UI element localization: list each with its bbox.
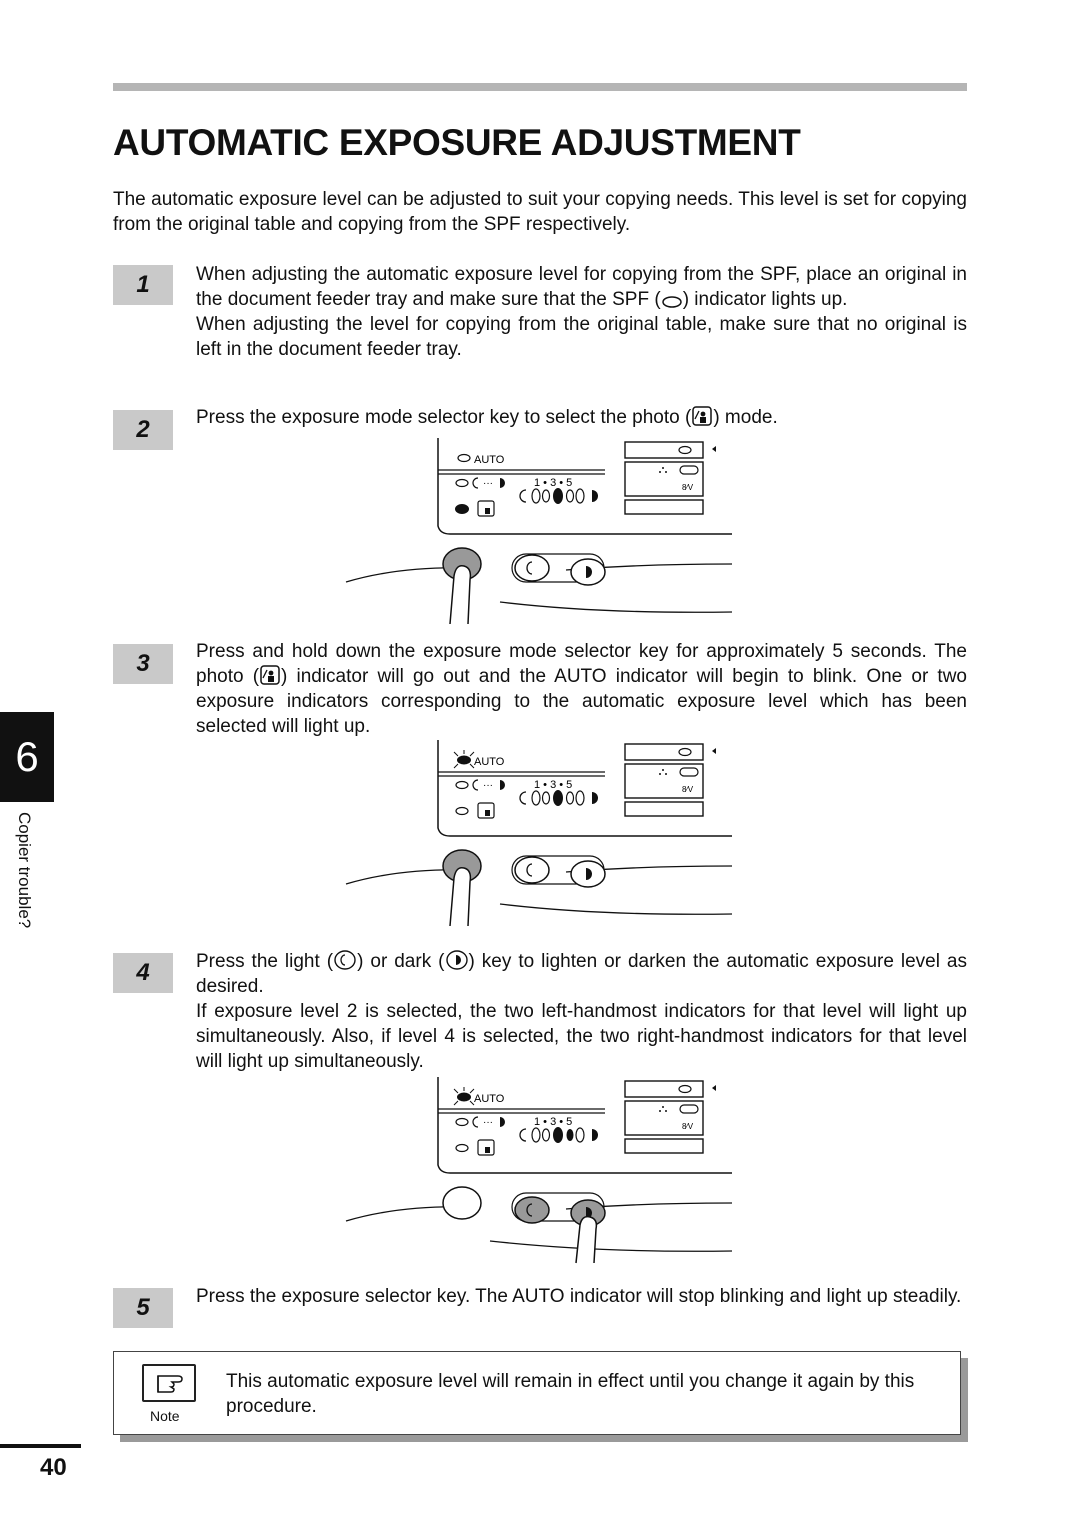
svg-text:···: ···	[483, 1117, 493, 1128]
step-number-3: 3	[113, 644, 173, 684]
step-4-text-b: ) or dark (	[357, 951, 445, 972]
step-3-text-a: Press and hold down the exposure mode se…	[196, 641, 967, 687]
step-2-text-a: Press the exposure mode selector key to …	[196, 407, 692, 428]
auto-label: AUTO	[474, 454, 505, 466]
step-1-text-c: When adjusting the level for copying fro…	[196, 314, 967, 360]
svg-text:8⁄V: 8⁄V	[682, 785, 694, 794]
page-title: AUTOMATIC EXPOSURE ADJUSTMENT	[113, 122, 801, 163]
exposure-scale: 1 • 3 • 5	[534, 779, 572, 791]
svg-text:···: ···	[483, 478, 493, 489]
top-rule	[113, 83, 967, 91]
step-1-text-a: When adjusting the automatic exposure le…	[196, 264, 967, 310]
auto-label: AUTO	[474, 756, 505, 768]
svg-text:8⁄V: 8⁄V	[682, 1122, 694, 1131]
spf-indicator-icon	[661, 296, 682, 308]
step-number-5: 5	[113, 1288, 173, 1328]
light-key-icon	[334, 950, 356, 970]
step-4-text: Press the light ( ) or dark () key to lig…	[196, 949, 967, 1074]
photo-icon	[260, 665, 280, 685]
pointing-hand-icon	[142, 1364, 196, 1402]
step-4-text-d: If exposure level 2 is selected, the two…	[196, 1001, 967, 1072]
svg-text:8⁄V: 8⁄V	[682, 483, 694, 492]
auto-label: AUTO	[474, 1093, 505, 1105]
control-panel-diagram-step-2: AUTO ··· 1 • 3 • 5 8⁄V	[345, 438, 733, 625]
step-4-text-c: ) key to lighten or darken the automatic…	[196, 951, 967, 997]
step-5-text: Press the exposure selector key. The AUT…	[196, 1286, 962, 1307]
bottom-rule	[0, 1444, 81, 1448]
step-3-text-b: ) indicator will go out and the AUTO ind…	[196, 666, 967, 737]
chapter-label: Copier trouble?	[15, 812, 34, 929]
step-3-text: Press and hold down the exposure mode se…	[196, 639, 967, 739]
page-number: 40	[40, 1454, 67, 1481]
note-text: This automatic exposure level will remai…	[226, 1371, 915, 1417]
note-box: Note This automatic exposure level will …	[113, 1351, 961, 1435]
control-panel-diagram-step-3: AUTO ··· 1 • 3 • 5 8⁄V	[345, 740, 733, 927]
step-number-1: 1	[113, 265, 173, 305]
step-1-text: When adjusting the automatic exposure le…	[196, 262, 967, 362]
step-1-text-b: ) indicator lights up.	[682, 289, 848, 310]
step-number-4: 4	[113, 953, 173, 993]
step-2-text-b: ) mode.	[713, 407, 778, 428]
chapter-tab: 6	[0, 712, 54, 802]
svg-text:···: ···	[483, 780, 493, 791]
step-4-text-a: Press the light (	[196, 951, 334, 972]
exposure-scale: 1 • 3 • 5	[534, 1116, 572, 1128]
exposure-scale: 1 • 3 • 5	[534, 477, 572, 489]
step-2-text: Press the exposure mode selector key to …	[196, 405, 967, 430]
step-number-2: 2	[113, 410, 173, 450]
intro-paragraph: The automatic exposure level can be adju…	[113, 189, 967, 235]
note-label: Note	[150, 1408, 180, 1424]
control-panel-diagram-step-4: AUTO ··· 1 • 3 • 5 8⁄V	[345, 1077, 733, 1264]
dark-key-icon	[445, 950, 468, 970]
photo-icon	[692, 406, 713, 426]
